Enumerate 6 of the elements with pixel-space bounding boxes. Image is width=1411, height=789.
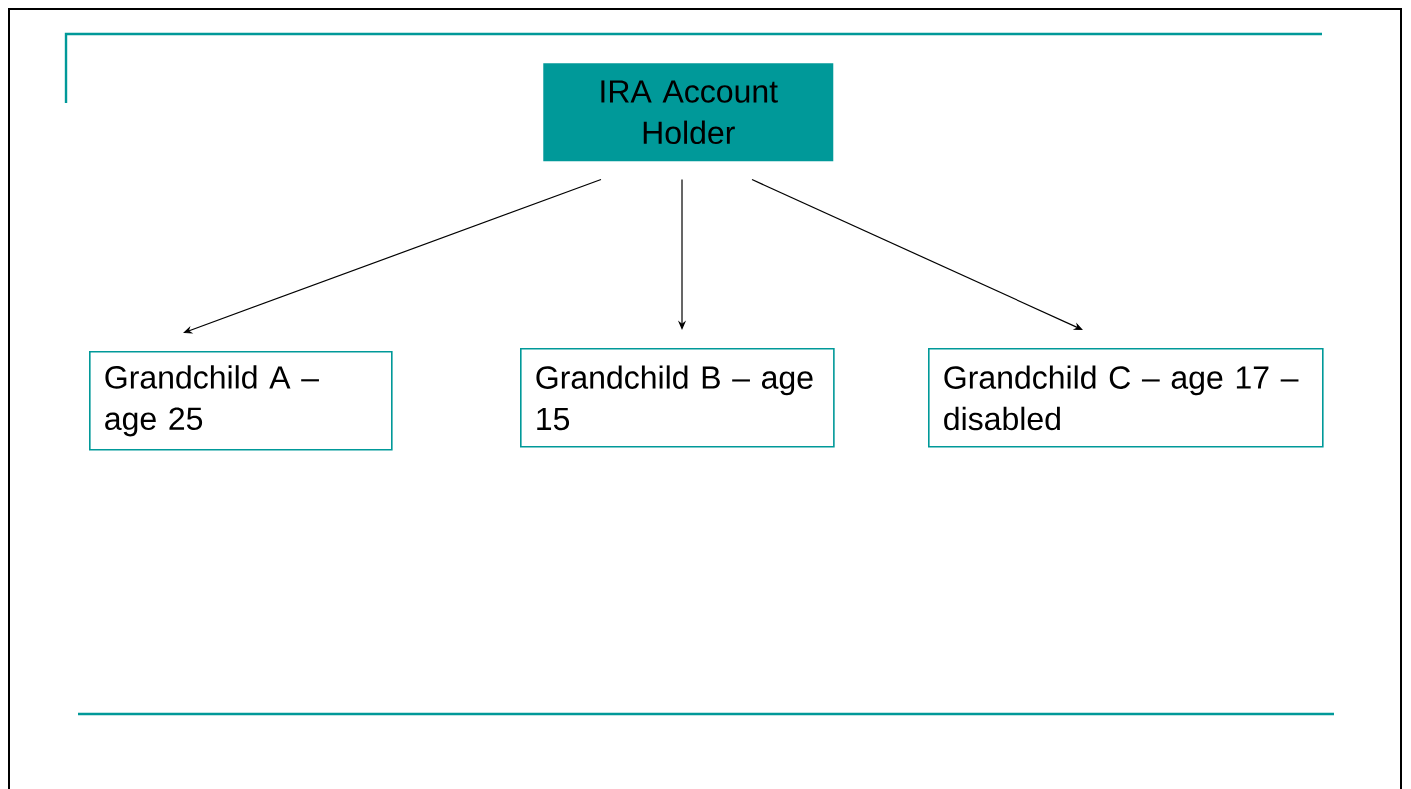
title-box: IRA Account Holder	[543, 63, 834, 162]
arrow	[751, 178, 1083, 330]
text-box: Grandchild A – age 25	[89, 351, 393, 451]
arrow	[183, 178, 602, 334]
text-box: Grandchild B – age 15	[520, 348, 835, 448]
text-box: Grandchild C – age 17 – disabled	[928, 348, 1324, 448]
